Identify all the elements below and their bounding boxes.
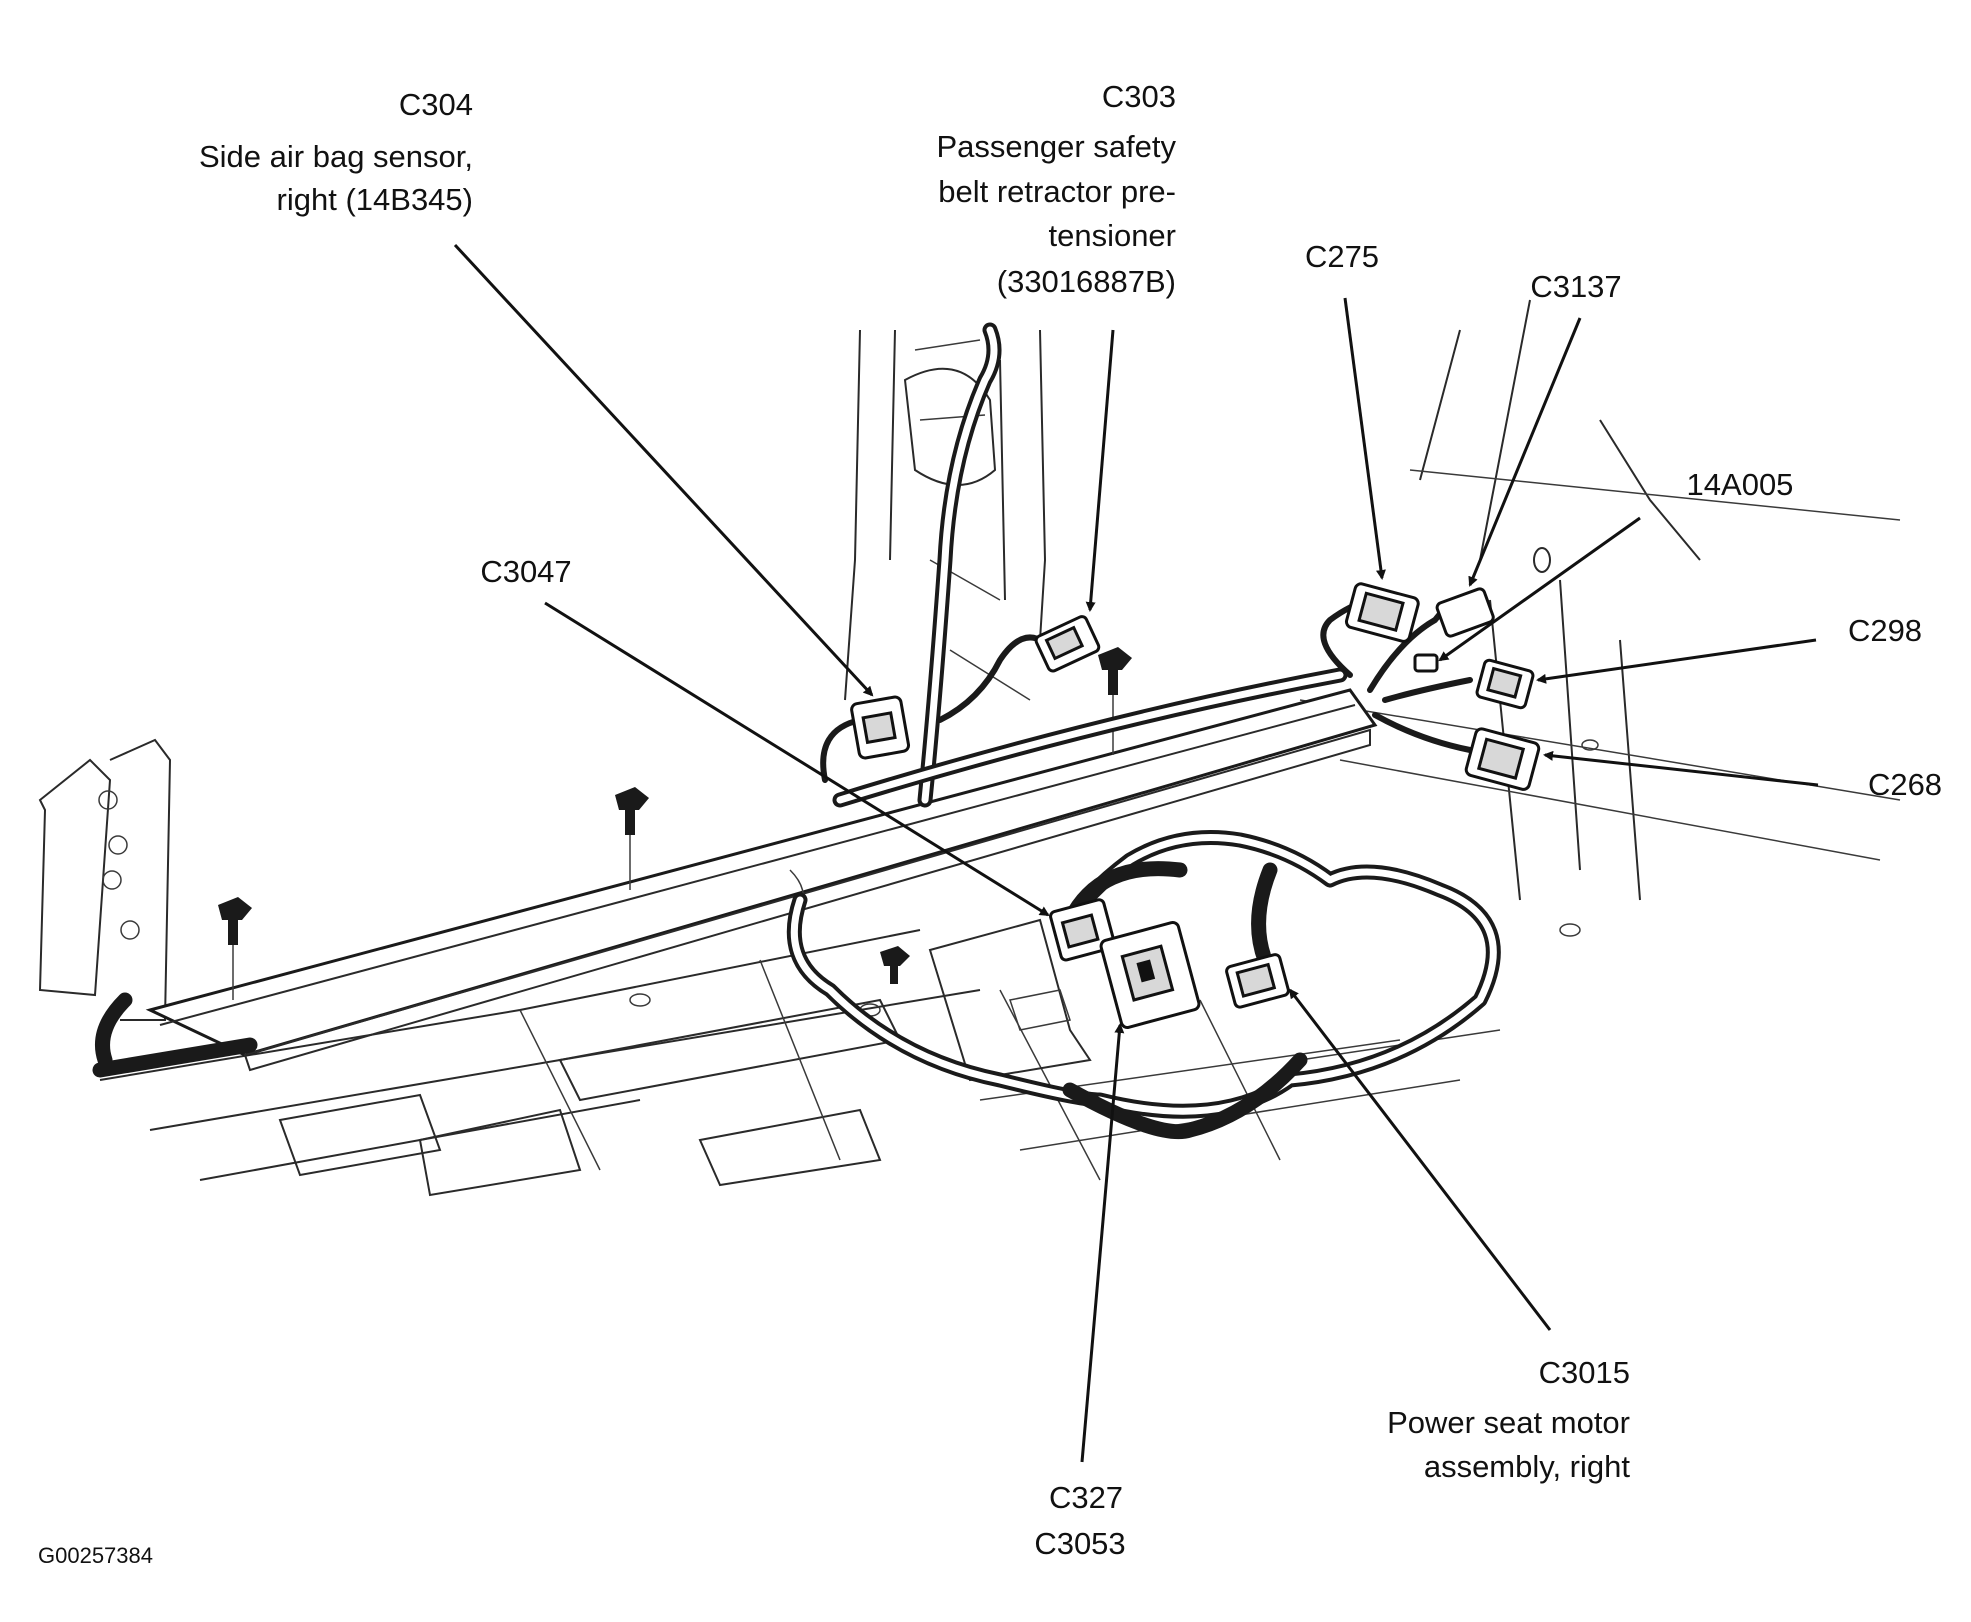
callout-c327: C327 C3053: [1034, 1480, 1125, 1561]
c298-label: C298: [1848, 613, 1922, 648]
leader-c303: [1085, 329, 1115, 612]
bolt-left: [218, 897, 252, 1000]
leader-c327: [1080, 1023, 1125, 1463]
c275-label: C275: [1305, 239, 1379, 274]
c303-desc-line4: (33016887B): [997, 264, 1176, 299]
c304-desc-line2: right (14B345): [277, 182, 473, 217]
connector-c3137: [1435, 587, 1495, 638]
c303-desc-line2: belt retractor pre-: [938, 174, 1176, 209]
leader-14a005: [1438, 516, 1641, 662]
connector-c304: [850, 695, 911, 760]
leader-c3015: [1288, 988, 1552, 1331]
c303-desc-line1: Passenger safety: [936, 129, 1176, 164]
c3015-code: C3015: [1539, 1355, 1630, 1390]
leader-c304: [453, 243, 874, 697]
bolt-center: [615, 787, 649, 890]
connector-c298: [1475, 658, 1535, 710]
leader-c3047: [544, 601, 1050, 917]
callout-c303: C303 Passenger safety belt retractor pre…: [936, 79, 1176, 299]
leader-c298: [1536, 638, 1817, 684]
bolt-floor: [880, 946, 910, 984]
c304-code: C304: [399, 87, 473, 122]
c3015-desc-line1: Power seat motor: [1387, 1405, 1630, 1440]
c327-code: C327: [1049, 1480, 1123, 1515]
bolt-right: [1098, 647, 1132, 755]
callout-c304: C304 Side air bag sensor, right (14B345): [199, 87, 473, 217]
sill-plate: [145, 688, 1378, 1072]
c268-label: C268: [1868, 767, 1942, 802]
connector-c3047: [1049, 898, 1116, 962]
connector-c327: [1099, 921, 1201, 1029]
c3047-label: C3047: [480, 554, 571, 589]
connector-c3015: [1225, 953, 1290, 1009]
c3137-label: C3137: [1530, 269, 1621, 304]
c3053-code: C3053: [1034, 1526, 1125, 1561]
connector-c268: [1464, 727, 1541, 791]
mounting-bolts: [218, 647, 1132, 1000]
leader-lines: [453, 243, 1819, 1463]
connector-14a005: [1413, 653, 1439, 673]
connector-c275: [1344, 582, 1420, 643]
wiring-harness: [92, 322, 1501, 1140]
c303-code: C303: [1102, 79, 1176, 114]
c304-desc-line1: Side air bag sensor,: [199, 139, 473, 174]
c3015-desc-line2: assembly, right: [1424, 1449, 1631, 1484]
14a005-label: 14A005: [1687, 467, 1794, 502]
leader-c275: [1343, 297, 1386, 580]
callout-c3015: C3015 Power seat motor assembly, right: [1387, 1355, 1630, 1484]
leader-c268: [1543, 750, 1819, 787]
leader-c3137: [1468, 317, 1582, 587]
connector-c303: [1034, 615, 1101, 673]
c303-desc-line3: tensioner: [1048, 218, 1176, 253]
connectors: [850, 582, 1541, 1029]
figure-id: G00257384: [38, 1543, 153, 1568]
